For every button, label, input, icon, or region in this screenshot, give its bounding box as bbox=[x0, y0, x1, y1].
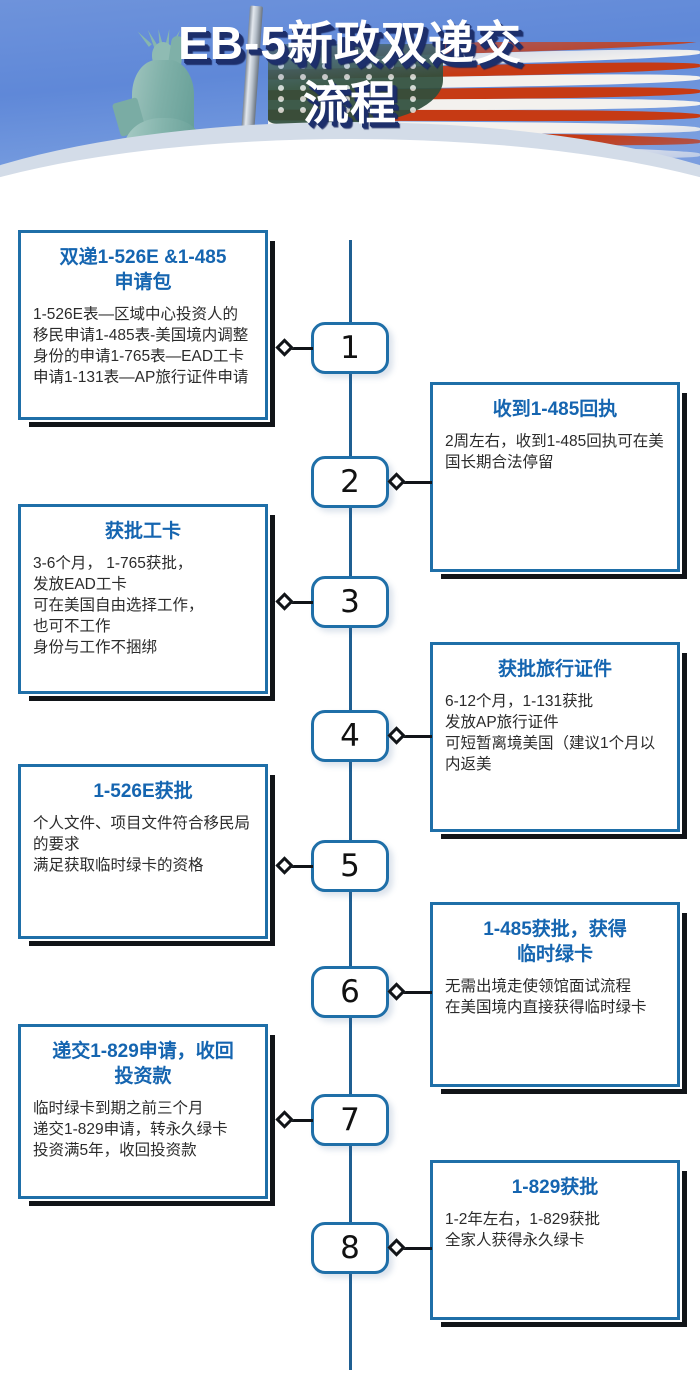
connector-diamond-3 bbox=[275, 592, 294, 611]
card-title: 双递1-526E &1-485 申请包 bbox=[59, 247, 227, 293]
step-number: 1 bbox=[340, 329, 360, 366]
step-marker-1[interactable]: 1 bbox=[311, 322, 389, 374]
connector-line-8 bbox=[399, 1247, 432, 1250]
step-card-8[interactable]: 1-829获批 1-2年左右，1-829获批 全家人获得永久绿卡 bbox=[430, 1160, 687, 1327]
card-body: 1-2年左右，1-829获批 全家人获得永久绿卡 bbox=[445, 1211, 601, 1249]
card-body: 无需出境走使领馆面试流程 在美国境内直接获得临时绿卡 bbox=[445, 978, 647, 1016]
connector-diamond-2 bbox=[387, 472, 406, 491]
step-number: 6 bbox=[340, 973, 360, 1010]
connector-diamond-7 bbox=[275, 1110, 294, 1129]
connector-line-4 bbox=[399, 735, 432, 738]
step-marker-3[interactable]: 3 bbox=[311, 576, 389, 628]
connector-line-1 bbox=[287, 347, 313, 350]
card-title: 获批工卡 bbox=[104, 521, 181, 542]
step-card-5[interactable]: 1-526E获批个人文件、项目文件符合移民局的要求 满足获取临时绿卡的资格 bbox=[18, 764, 275, 946]
step-marker-7[interactable]: 7 bbox=[311, 1094, 389, 1146]
connector-diamond-5 bbox=[275, 856, 294, 875]
step-number: 7 bbox=[340, 1101, 360, 1138]
connector-line-2 bbox=[399, 481, 432, 484]
step-card-3[interactable]: 获批工卡 3-6个月， 1-765获批， 发放EAD工卡 可在美国自由选择工作， … bbox=[18, 504, 275, 701]
step-marker-5[interactable]: 5 bbox=[311, 840, 389, 892]
header-banner: EB-5新政双递交 流程 bbox=[0, 0, 700, 212]
connector-diamond-4 bbox=[387, 726, 406, 745]
connector-diamond-1 bbox=[275, 338, 294, 357]
card-title: 获批旅行证件 bbox=[497, 659, 612, 680]
step-number: 5 bbox=[340, 847, 360, 884]
card-body: 1-526E表—区域中心投资人的移民申请1-485表-美国境内调整身份的申请1-… bbox=[33, 306, 249, 386]
step-number: 3 bbox=[340, 583, 360, 620]
step-card-4[interactable]: 获批旅行证件 6-12个月，1-131获批 发放AP旅行证件 可短暂离境美国（建议… bbox=[430, 642, 687, 839]
connector-line-7 bbox=[287, 1119, 313, 1122]
connector-line-3 bbox=[287, 601, 313, 604]
card-body: 临时绿卡到期之前三个月 递交1-829申请，转永久绿卡 投资满5年，收回投资款 bbox=[33, 1100, 228, 1159]
card-body: 6-12个月，1-131获批 发放AP旅行证件 可短暂离境美国（建议1个月以内返… bbox=[445, 693, 656, 773]
step-card-2[interactable]: 收到1-485回执 2周左右，收到1-485回执可在美国长期合法停留 bbox=[430, 382, 687, 579]
card-body: 3-6个月， 1-765获批， 发放EAD工卡 可在美国自由选择工作， 也可不工… bbox=[33, 555, 204, 656]
step-card-7[interactable]: 递交1-829申请，收回 投资款临时绿卡到期之前三个月 递交1-829申请，转永… bbox=[18, 1024, 275, 1206]
step-marker-4[interactable]: 4 bbox=[311, 710, 389, 762]
connector-diamond-8 bbox=[387, 1238, 406, 1257]
connector-line-5 bbox=[287, 865, 313, 868]
card-title: 递交1-829申请，收回 投资款 bbox=[52, 1041, 234, 1087]
step-number: 2 bbox=[340, 463, 360, 500]
card-body: 2周左右，收到1-485回执可在美国长期合法停留 bbox=[445, 433, 664, 471]
step-card-1[interactable]: 双递1-526E &1-485 申请包 1-526E表—区域中心投资人的移民申请1… bbox=[18, 230, 275, 427]
step-marker-2[interactable]: 2 bbox=[311, 456, 389, 508]
card-title: 1-829获批 bbox=[511, 1177, 599, 1198]
card-title: 1-526E获批 bbox=[93, 781, 193, 802]
connector-diamond-6 bbox=[387, 982, 406, 1001]
connector-line-6 bbox=[399, 991, 432, 994]
step-card-6[interactable]: 1-485获批，获得 临时绿卡无需出境走使领馆面试流程 在美国境内直接获得临时绿… bbox=[430, 902, 687, 1094]
step-marker-6[interactable]: 6 bbox=[311, 966, 389, 1018]
card-title: 1-485获批，获得 临时绿卡 bbox=[483, 919, 627, 965]
flowchart: 1 双递1-526E &1-485 申请包 1-526E表—区域中心投资人的移民申请… bbox=[0, 212, 700, 1383]
card-title: 收到1-485回执 bbox=[492, 399, 618, 420]
step-number: 8 bbox=[340, 1229, 360, 1266]
step-marker-8[interactable]: 8 bbox=[311, 1222, 389, 1274]
step-number: 4 bbox=[340, 717, 360, 754]
timeline-spine bbox=[349, 240, 352, 1370]
card-body: 个人文件、项目文件符合移民局的要求 满足获取临时绿卡的资格 bbox=[33, 815, 251, 874]
